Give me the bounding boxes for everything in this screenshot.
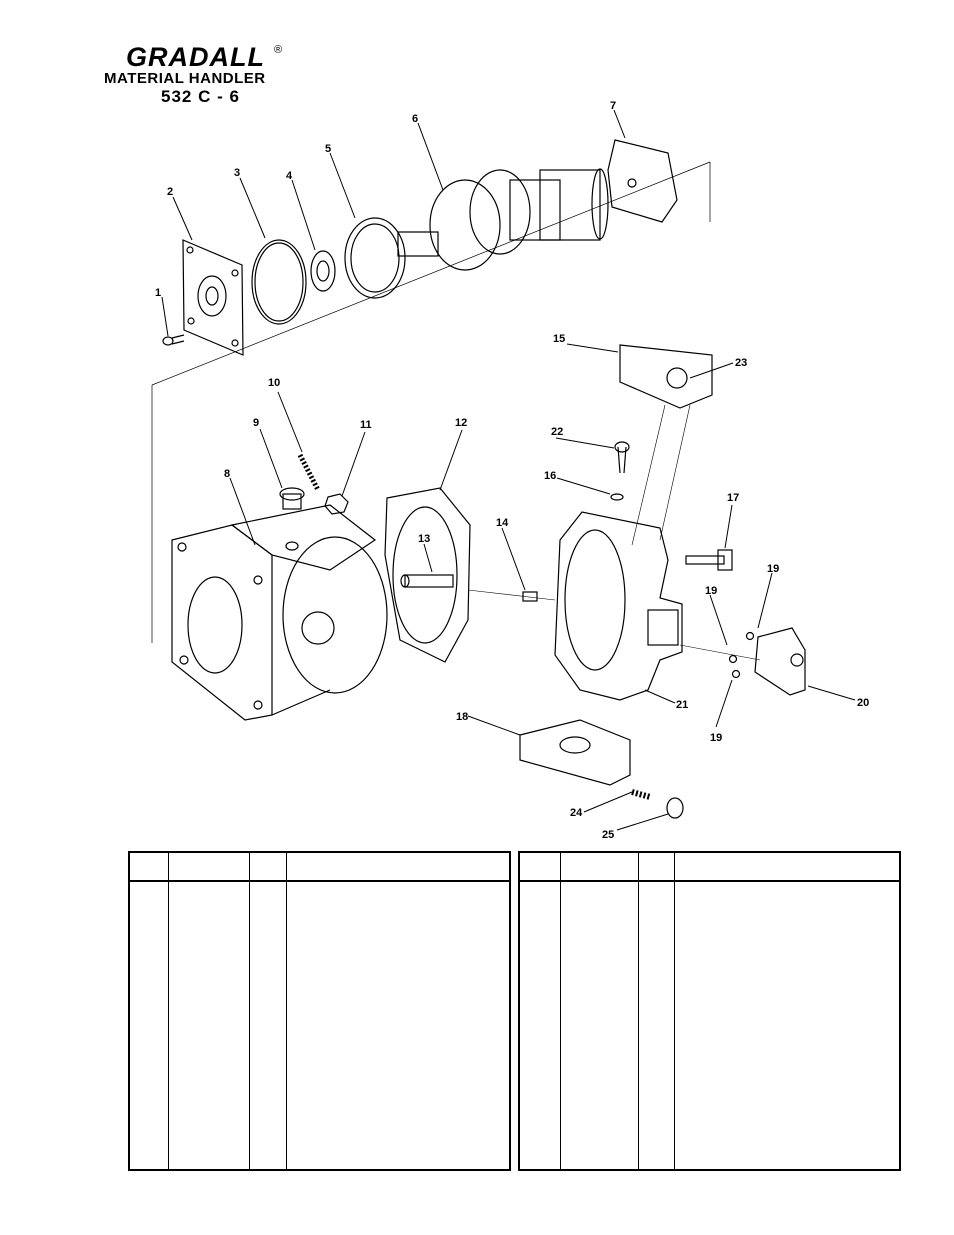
callout-1: 1 (155, 287, 161, 299)
parts-table-right (518, 851, 901, 1171)
part-18-cap (519, 719, 631, 786)
callout-5: 5 (325, 143, 331, 155)
logo-brand: GRADALL (126, 42, 265, 72)
callout-14: 14 (496, 517, 509, 529)
callout-18: 18 (456, 711, 468, 723)
part-15-cap (619, 344, 713, 409)
callout-19c: 19 (710, 732, 722, 744)
callout-3: 3 (234, 167, 240, 179)
callout-9: 9 (253, 417, 259, 429)
gradall-logo: GRADALL ® MATERIAL HANDLER 532 C - 6 (104, 42, 298, 106)
part-5-snapring (344, 217, 406, 299)
logo-model: 532 C - 6 (161, 87, 240, 106)
part-12-gasket (384, 487, 471, 663)
part-11-nut (324, 493, 349, 515)
part-2-flange (182, 239, 244, 356)
callout-4: 4 (286, 170, 293, 182)
callout-22: 22 (551, 426, 563, 438)
part-9-plug (279, 487, 305, 510)
callout-8: 8 (224, 468, 230, 480)
part-6-rotating-group (397, 168, 609, 271)
callout-15: 15 (553, 333, 565, 345)
parts-table-left (128, 851, 511, 1171)
callout-6: 6 (412, 113, 418, 125)
callout-21: 21 (676, 699, 688, 711)
callout-12: 12 (455, 417, 467, 429)
callout-7: 7 (610, 100, 616, 112)
part-20-valve (754, 627, 806, 696)
callout-16: 16 (544, 470, 556, 482)
callout-19a: 19 (767, 563, 779, 575)
part-3-oring (251, 239, 307, 325)
part-25-plug (666, 797, 684, 819)
callout-23: 23 (735, 357, 747, 369)
callout-20: 20 (857, 697, 869, 709)
callout-2: 2 (167, 186, 173, 198)
callout-25: 25 (602, 829, 614, 840)
part-17-bolt (685, 549, 733, 571)
part-8-housing (171, 504, 388, 721)
callout-17: 17 (727, 492, 739, 504)
callout-10: 10 (268, 377, 280, 389)
part-13-pin (400, 574, 454, 588)
callout-11: 11 (360, 419, 372, 431)
part-21-valve-body (554, 511, 683, 701)
logo-subtitle: MATERIAL HANDLER (104, 70, 266, 87)
callout-13: 13 (418, 533, 430, 545)
registered-mark: ® (274, 44, 283, 56)
part-10-spring (297, 453, 321, 492)
part-19-oring (745, 631, 755, 641)
part-4-seal (310, 250, 336, 292)
callout-19b: 19 (705, 585, 717, 597)
part-16-oring (610, 493, 624, 501)
exploded-parts-diagram: 1 2 3 4 5 6 7 8 9 10 11 12 13 14 15 16 1… (151, 100, 869, 840)
part-1-screw (162, 334, 185, 346)
callout-24: 24 (570, 807, 583, 819)
part-24-screw (631, 789, 651, 800)
part-7-cover (607, 139, 678, 223)
part-22-screw (614, 441, 630, 474)
